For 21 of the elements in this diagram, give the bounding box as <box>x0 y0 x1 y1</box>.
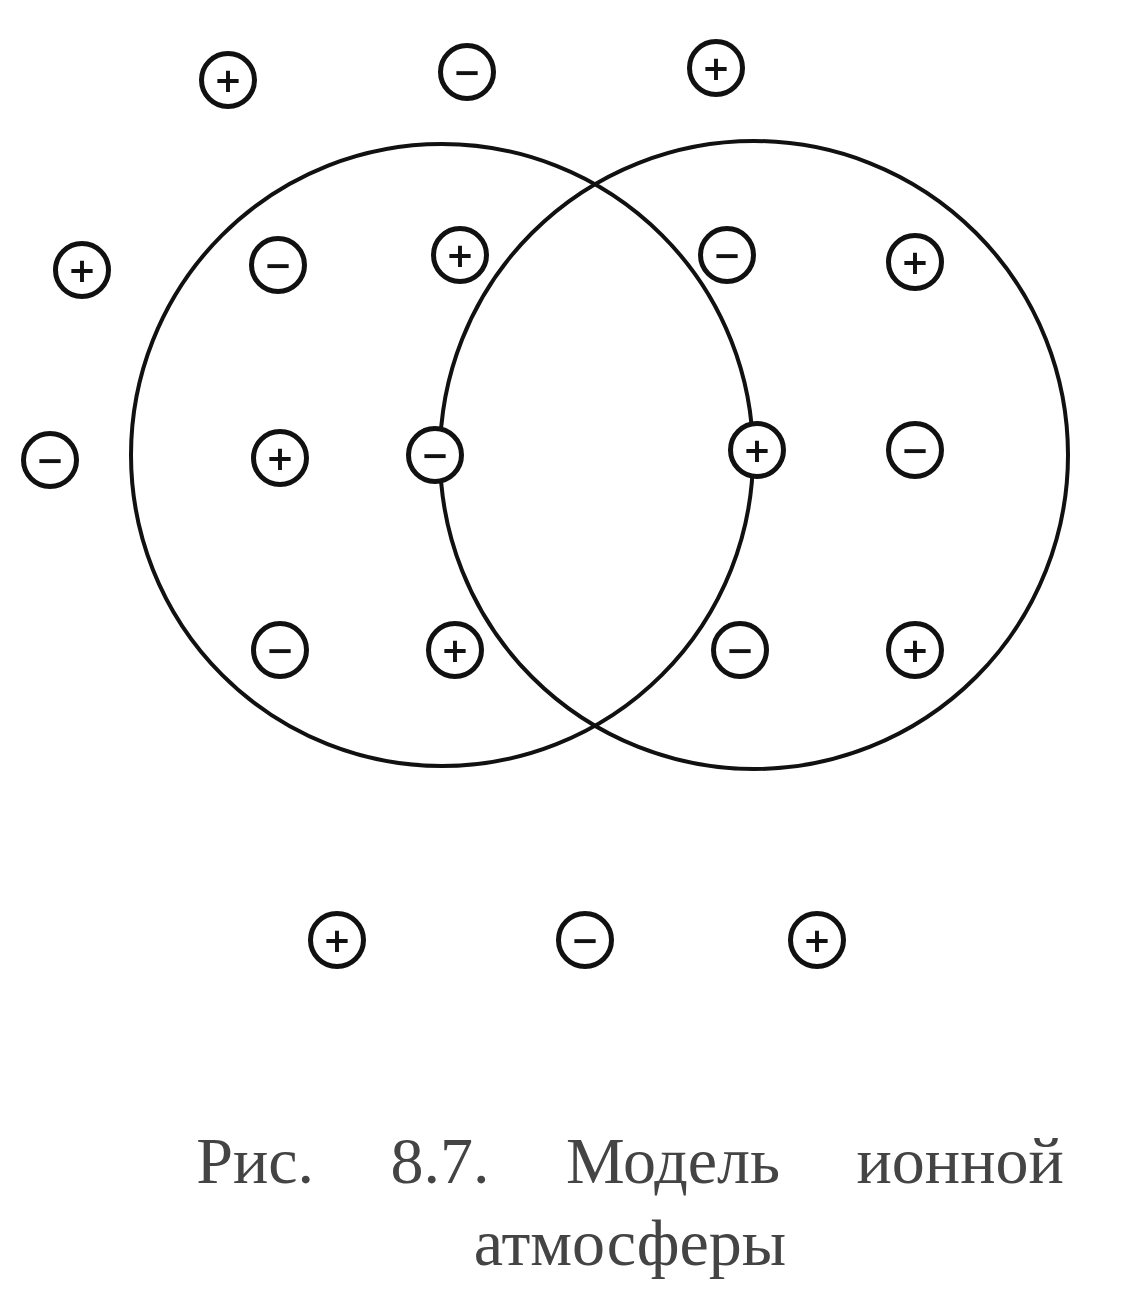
ion-circle: + <box>431 226 489 284</box>
ion-circle: + <box>251 429 309 487</box>
ion-circle: − <box>251 621 309 679</box>
ion-circle: + <box>199 51 257 109</box>
ion-circle: − <box>21 431 79 489</box>
ion-circle: − <box>556 911 614 969</box>
ion-circle: + <box>426 621 484 679</box>
ion-circle: − <box>886 421 944 479</box>
ion-circle: + <box>886 233 944 291</box>
ion-circle: + <box>728 421 786 479</box>
figure-caption: Рис. 8.7. Модель ионной атмосферы <box>195 1123 1065 1281</box>
ion-circle: + <box>53 241 111 299</box>
ion-circle: − <box>438 43 496 101</box>
ion-circle: + <box>886 621 944 679</box>
ion-circle: + <box>788 911 846 969</box>
ion-circle: − <box>249 236 307 294</box>
ion-circle: − <box>698 226 756 284</box>
ion-circle: − <box>711 621 769 679</box>
ion-circle: − <box>406 426 464 484</box>
ion-circle: + <box>308 911 366 969</box>
ion-circle: + <box>687 39 745 97</box>
